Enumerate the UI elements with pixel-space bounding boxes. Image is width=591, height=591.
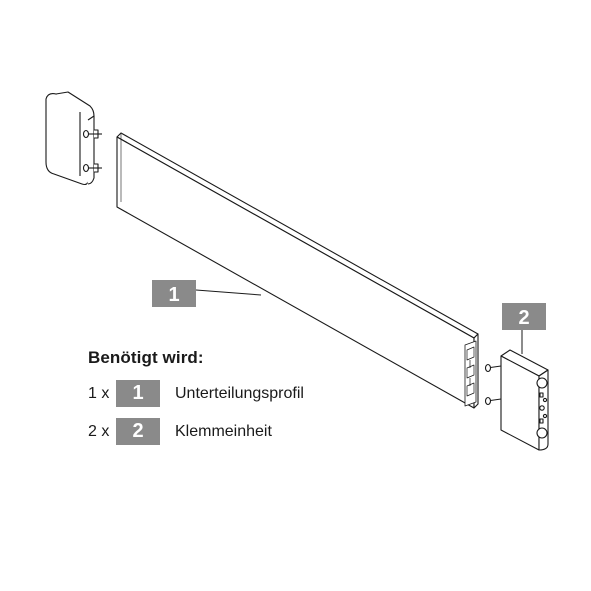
legend-part-name: Unterteilungsprofil [175, 384, 304, 402]
legend-item: 1 x 1 Unterteilungsprofil [88, 378, 304, 409]
left-clamp-unit [45, 91, 102, 186]
legend-qty: 1 x [88, 384, 110, 402]
legend-part-badge: 2 [116, 418, 160, 445]
legend-part-name: Klemmeinheit [175, 422, 272, 440]
callout-2-label: 2 [518, 307, 529, 329]
divider-profile [116, 132, 479, 409]
legend-part-badge: 1 [116, 380, 160, 407]
legend-item: 2 x 2 Klemmeinheit [88, 416, 304, 447]
legend-title: Benötigt wird: [88, 348, 204, 367]
callout-1-label: 1 [168, 284, 179, 306]
callout-1: 1 [152, 280, 196, 307]
leader-line-1 [195, 289, 262, 296]
legend-qty: 2 x [88, 422, 110, 440]
callout-2: 2 [502, 303, 546, 330]
parts-legend: Benötigt wird: 1 x 1 Unterteilungsprofil… [88, 348, 304, 454]
right-clamp-unit [484, 349, 549, 451]
